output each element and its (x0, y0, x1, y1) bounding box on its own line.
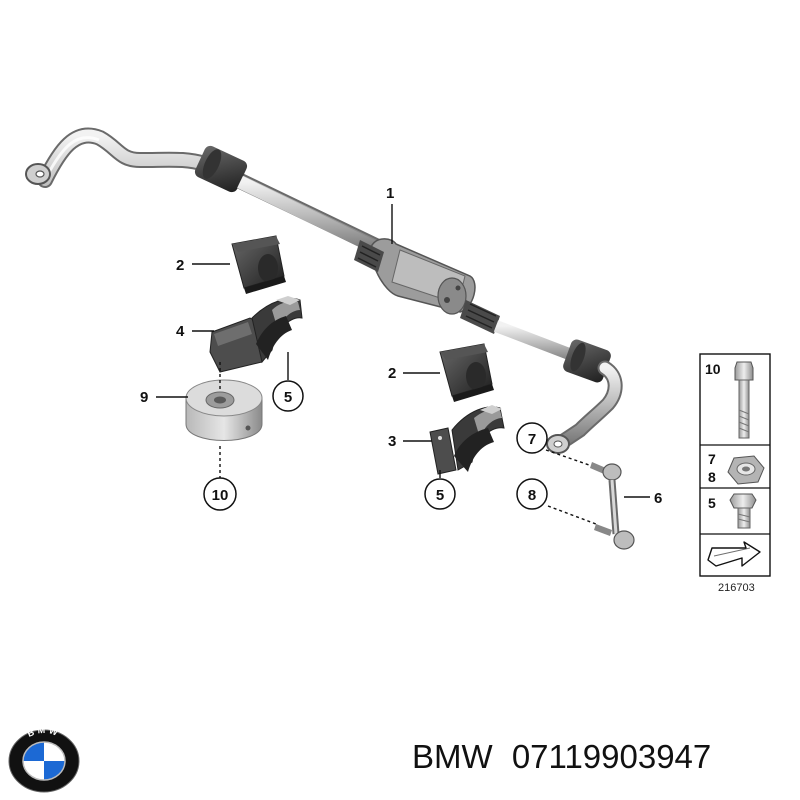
callout-10-label: 10 (212, 487, 229, 504)
legend-num-7: 7 (708, 451, 716, 467)
callout-1-label: 1 (386, 185, 394, 202)
short-bolt-icon (729, 493, 757, 529)
brand-name: BMW (412, 738, 493, 775)
long-bolt-icon (734, 361, 754, 439)
part-number: 07119903947 (511, 738, 712, 775)
callout-3: 3 (388, 433, 432, 450)
legend-num-8: 8 (708, 469, 716, 485)
direction-arrow-icon (707, 541, 761, 567)
legend-num-10: 10 (705, 361, 721, 377)
bar-bushing-left (194, 145, 248, 193)
fastener-legend: 10 7 8 5 216703 (699, 353, 771, 594)
stabilizer-bar (25, 127, 623, 454)
callout-5-right-label: 5 (436, 487, 444, 504)
callout-2-left-label: 2 (176, 257, 184, 274)
callout-10: 10 (203, 477, 237, 511)
callout-1: 1 (386, 185, 394, 244)
rubber-mount-left (231, 235, 286, 294)
callout-5-left: 5 (272, 352, 304, 412)
bushing-sleeve (185, 379, 263, 441)
callout-3-label: 3 (388, 433, 396, 450)
svg-text:BMW: BMW (26, 725, 62, 739)
callout-2-left: 2 (176, 257, 230, 274)
bracket-left (209, 296, 303, 373)
bracket-right (429, 405, 505, 475)
logo-letters: BMW (26, 725, 59, 739)
drop-link (545, 449, 635, 550)
callout-6-label: 6 (654, 490, 662, 507)
callout-5-right: 5 (424, 470, 456, 510)
bmw-logo: BMW (8, 725, 80, 793)
diagram-ref-code: 216703 (718, 582, 755, 594)
callout-9-label: 9 (140, 389, 148, 406)
callout-7: 7 (516, 422, 548, 454)
callout-9: 9 (140, 389, 188, 406)
callout-5-left-label: 5 (284, 389, 292, 406)
callout-4-label: 4 (176, 323, 185, 340)
callout-2-right: 2 (388, 365, 440, 382)
hex-nut-icon (727, 455, 765, 485)
actuator-housing (354, 238, 476, 315)
callout-6: 6 (624, 490, 662, 507)
callout-7-label: 7 (528, 431, 536, 448)
rubber-mount-right (439, 343, 494, 402)
callout-8: 8 (516, 478, 548, 510)
legend-num-5: 5 (708, 495, 716, 511)
callout-4: 4 (176, 323, 214, 340)
brand-part-line: BMW 07119903947 (412, 738, 792, 788)
callout-2-right-label: 2 (388, 365, 396, 382)
callout-8-label: 8 (528, 487, 536, 504)
logo-roundel (22, 741, 66, 781)
